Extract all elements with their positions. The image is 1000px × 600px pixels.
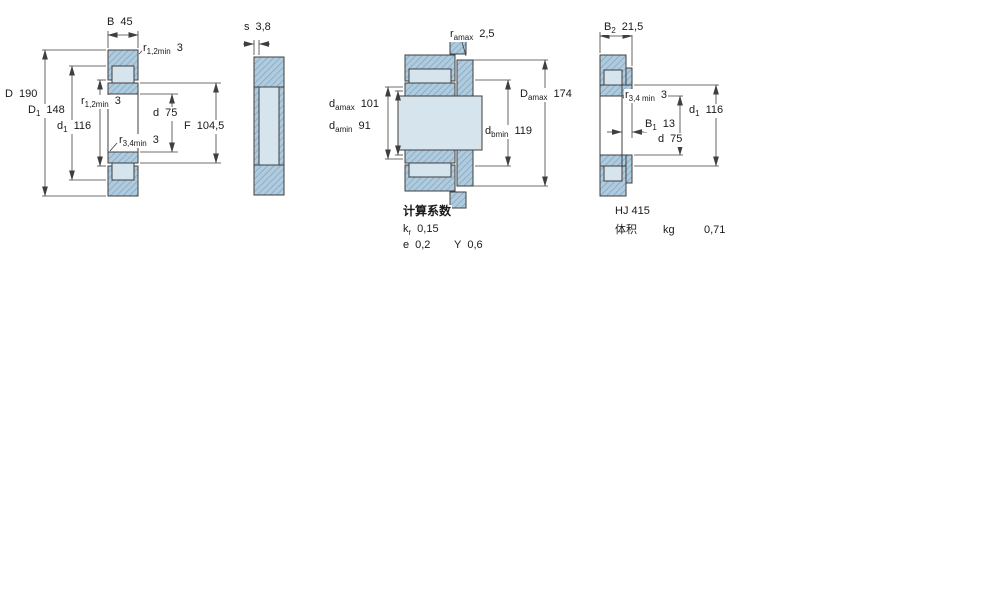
shaft (397, 95, 483, 151)
dimension-lines (243, 40, 270, 55)
dim-value: 45 (120, 16, 133, 28)
dimension-lines (42, 31, 221, 197)
roller-lower (111, 162, 135, 181)
angle-ring-lower (625, 154, 633, 184)
volume-label: 体积 (614, 224, 638, 237)
dim-label-B: B 45 (106, 16, 134, 31)
abutment-ring-lower (456, 149, 474, 187)
dim-symbol: B (107, 16, 115, 28)
dimension-lines (599, 32, 719, 167)
outer-ring-lower (107, 165, 139, 197)
bearing-cross-section-view (42, 31, 221, 197)
bearing-side-view (243, 40, 285, 196)
angle-ring-designation: HJ 415 (614, 205, 651, 218)
volume-unit: kg (662, 224, 676, 237)
abutment-ring-upper (456, 59, 474, 97)
inner-ring-lower (107, 151, 139, 164)
volume-value: 0,71 (703, 224, 727, 237)
inner-ring-upper (107, 82, 139, 95)
mounting-dimensions-view (385, 37, 548, 209)
dimension-lines (385, 41, 548, 187)
roller-upper (111, 65, 135, 84)
housing-shoulder-lower (449, 191, 467, 209)
calculation-factors-title: 计算系数 (402, 204, 453, 218)
